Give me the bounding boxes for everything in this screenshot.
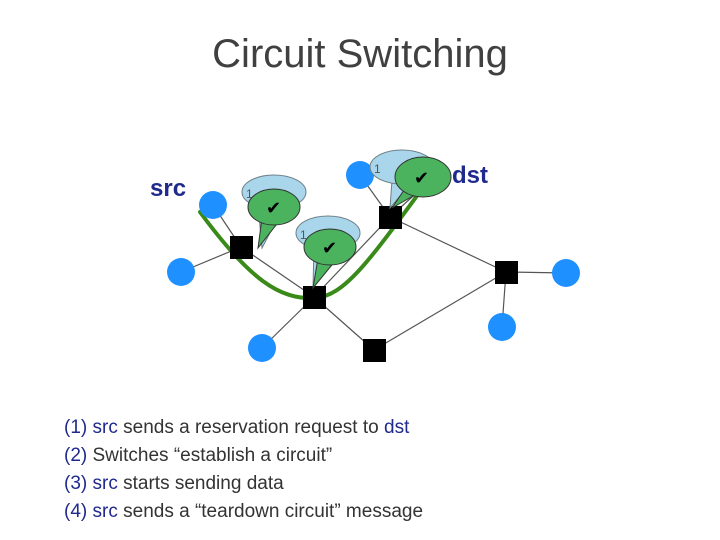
link-s1-s2 xyxy=(240,246,315,298)
step-number: (1) xyxy=(64,417,88,438)
step-text: starts sending data xyxy=(117,473,284,494)
check-mark-2: ✔ xyxy=(322,238,337,259)
link-s3-s4 xyxy=(389,216,507,273)
step-item: (3) src starts sending data xyxy=(64,470,423,498)
hosts xyxy=(167,161,580,362)
step-text: Switches “establish a circuit” xyxy=(87,445,333,466)
bubble-group-switch-1: 1 ✔ xyxy=(241,174,307,250)
host-left xyxy=(167,258,195,286)
check-bubble-2 xyxy=(303,228,357,266)
host-right xyxy=(552,259,580,287)
step-keyword: src xyxy=(92,473,118,494)
src-label: src xyxy=(150,175,187,202)
step-number: (4) xyxy=(64,501,88,522)
bubble-group-switch-2: 1 ✔ xyxy=(295,215,361,290)
check-mark-3: ✔ xyxy=(414,168,429,189)
step-keyword: dst xyxy=(384,417,410,438)
request-bubble-2-text: 1 xyxy=(300,228,307,242)
step-item: (2) Switches “establish a circuit” xyxy=(64,442,423,470)
step-keyword: src xyxy=(92,417,118,438)
host-bottom xyxy=(248,334,276,362)
switch-1 xyxy=(230,236,253,259)
check-mark-1: ✔ xyxy=(266,198,281,219)
dst-label: dst xyxy=(452,162,488,189)
link-s4-s5 xyxy=(373,271,507,351)
switch-4 xyxy=(495,261,518,284)
host-top xyxy=(346,161,374,189)
switch-3 xyxy=(379,206,402,229)
steps-list: (1) src sends a reservation request to d… xyxy=(64,414,423,526)
step-item: (4) src sends a “teardown circuit” messa… xyxy=(64,498,423,526)
switches xyxy=(230,206,518,362)
step-item: (1) src sends a reservation request to d… xyxy=(64,414,423,442)
step-number: (2) xyxy=(64,445,88,466)
switch-2 xyxy=(303,286,326,309)
request-bubble-3-text: 1 xyxy=(374,162,381,176)
bubble-group-switch-3: 1 ✔ xyxy=(369,149,452,210)
step-text: sends a reservation request to xyxy=(117,417,384,438)
request-bubble-1-text: 1 xyxy=(246,187,253,201)
host-right-bottom xyxy=(488,313,516,341)
check-bubble-1 xyxy=(247,188,301,226)
host-src xyxy=(199,191,227,219)
check-bubble-3 xyxy=(394,156,452,198)
step-keyword: src xyxy=(92,501,118,522)
switch-5 xyxy=(363,339,386,362)
step-number: (3) xyxy=(64,473,88,494)
slide-title: Circuit Switching xyxy=(212,32,508,76)
step-text: sends a “teardown circuit” message xyxy=(117,501,424,522)
